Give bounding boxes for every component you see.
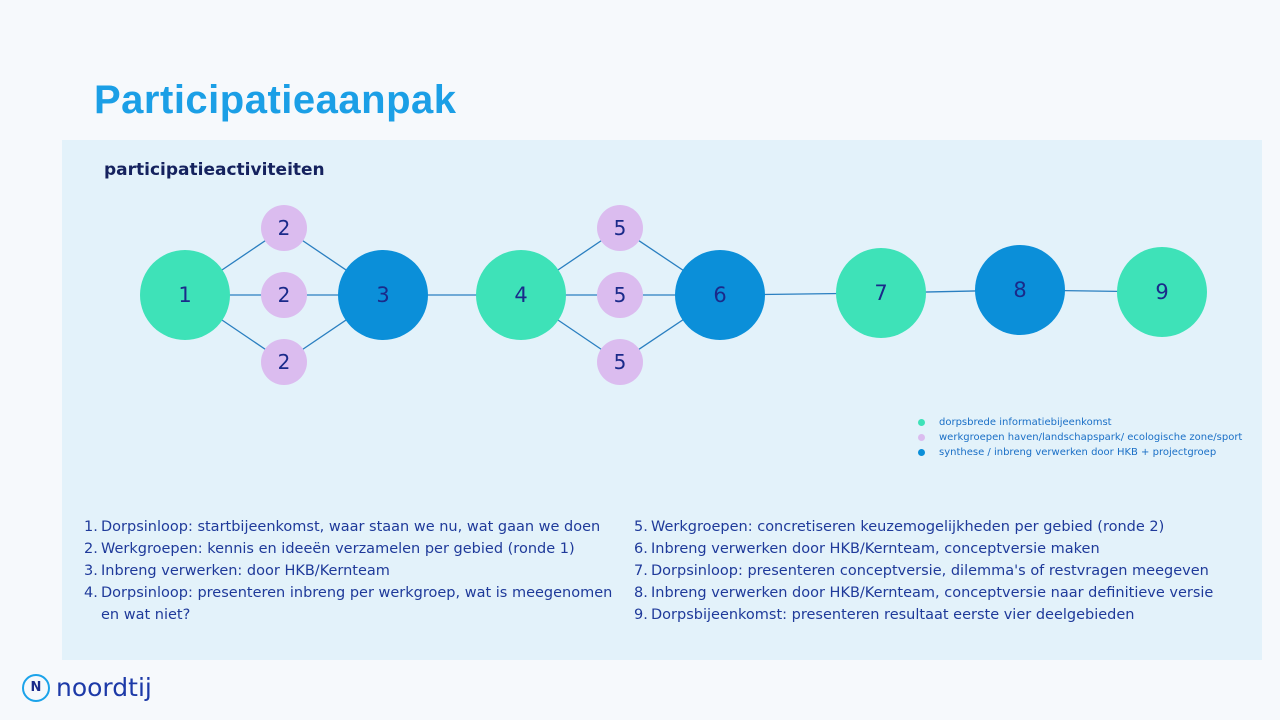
- legend-swatch: [918, 449, 925, 456]
- steps-list-left: 1.Dorpsinloop: startbijeenkomst, waar st…: [84, 516, 614, 626]
- step-item: 6.Inbreng verwerken door HKB/Kernteam, c…: [634, 538, 1254, 560]
- node-label: 8: [1013, 278, 1026, 302]
- step-text: Werkgroepen: kennis en ideeën verzamelen…: [101, 541, 575, 557]
- node-lavender-circle: [597, 272, 643, 318]
- node-blue-circle: [338, 250, 428, 340]
- logo-mark-icon: N: [22, 673, 50, 702]
- legend-item-blue: synthese / inbreng verwerken door HKB + …: [918, 445, 1242, 460]
- node-mint-circle: [140, 250, 230, 340]
- step-number: 2.: [84, 541, 98, 557]
- step-number: 3.: [84, 563, 98, 579]
- node-label: 5: [614, 216, 627, 240]
- legend-label: werkgroepen haven/landschapspark/ ecolog…: [939, 432, 1243, 443]
- node-mint-circle: [836, 248, 926, 338]
- step-item: 9.Dorpsbijeenkomst: presenteren resultaa…: [634, 604, 1254, 626]
- step-text: Inbreng verwerken door HKB/Kernteam, con…: [651, 585, 1214, 601]
- slide-title: Participatieaanpak: [94, 78, 457, 122]
- legend-item-lavender: werkgroepen haven/landschapspark/ ecolog…: [918, 430, 1242, 445]
- step-text: Werkgroepen: concretiseren keuzemogelijk…: [651, 519, 1165, 535]
- node-label: 2: [278, 350, 291, 374]
- step-text: Dorpsinloop: presenteren conceptversie, …: [651, 563, 1209, 579]
- node-label: 5: [614, 283, 627, 307]
- legend-label: dorpsbrede informatiebijeenkomst: [939, 417, 1112, 428]
- step-item: 2.Werkgroepen: kennis en ideeën verzamel…: [84, 538, 614, 560]
- node-lavender-circle: [261, 205, 307, 251]
- node-label: 5: [614, 350, 627, 374]
- step-number: 7.: [634, 563, 648, 579]
- step-number: 1.: [84, 519, 98, 535]
- step-text: Inbreng verwerken door HKB/Kernteam, con…: [651, 541, 1100, 557]
- step-item: 3.Inbreng verwerken: door HKB/Kernteam: [84, 560, 614, 582]
- node-mint-circle: [476, 250, 566, 340]
- logo-text: noordtij: [56, 673, 152, 702]
- node-label: 9: [1155, 280, 1168, 304]
- step-item: 1.Dorpsinloop: startbijeenkomst, waar st…: [84, 516, 614, 538]
- node-lavender-circle: [597, 205, 643, 251]
- step-text: Dorpsbijeenkomst: presenteren resultaat …: [651, 607, 1135, 623]
- node-label: 6: [713, 283, 726, 307]
- step-number: 6.: [634, 541, 648, 557]
- node-blue-circle: [675, 250, 765, 340]
- step-number: 9.: [634, 607, 648, 623]
- noordtij-logo: N noordtij: [22, 673, 152, 702]
- step-text: Inbreng verwerken: door HKB/Kernteam: [101, 563, 390, 579]
- node-lavender-circle: [597, 339, 643, 385]
- step-number: 4.: [84, 585, 98, 601]
- legend-item-mint: dorpsbrede informatiebijeenkomst: [918, 415, 1242, 430]
- step-number: 8.: [634, 585, 648, 601]
- legend-swatch: [918, 434, 925, 441]
- steps-list-right: 5.Werkgroepen: concretiseren keuzemogeli…: [634, 516, 1254, 626]
- node-label: 2: [278, 283, 291, 307]
- node-lavender-circle: [261, 272, 307, 318]
- legend: dorpsbrede informatiebijeenkomst werkgro…: [918, 415, 1242, 460]
- legend-label: synthese / inbreng verwerken door HKB + …: [939, 447, 1217, 458]
- node-label: 7: [874, 281, 887, 305]
- node-blue-circle: [975, 245, 1065, 335]
- legend-swatch: [918, 419, 925, 426]
- node-label: 2: [278, 216, 291, 240]
- step-item: 8.Inbreng verwerken door HKB/Kernteam, c…: [634, 582, 1254, 604]
- node-mint-circle: [1117, 247, 1207, 337]
- step-item: 4.Dorpsinloop: presenteren inbreng per w…: [84, 582, 614, 626]
- step-text: Dorpsinloop: presenteren inbreng per wer…: [101, 585, 613, 623]
- diagram-subtitle: participatieactiviteiten: [104, 160, 325, 180]
- step-item: 7.Dorpsinloop: presenteren conceptversie…: [634, 560, 1254, 582]
- step-number: 5.: [634, 519, 648, 535]
- step-text: Dorpsinloop: startbijeenkomst, waar staa…: [101, 519, 601, 535]
- node-label: 4: [514, 283, 527, 307]
- node-label: 3: [376, 283, 389, 307]
- node-label: 1: [178, 283, 191, 307]
- step-item: 5.Werkgroepen: concretiseren keuzemogeli…: [634, 516, 1254, 538]
- node-lavender-circle: [261, 339, 307, 385]
